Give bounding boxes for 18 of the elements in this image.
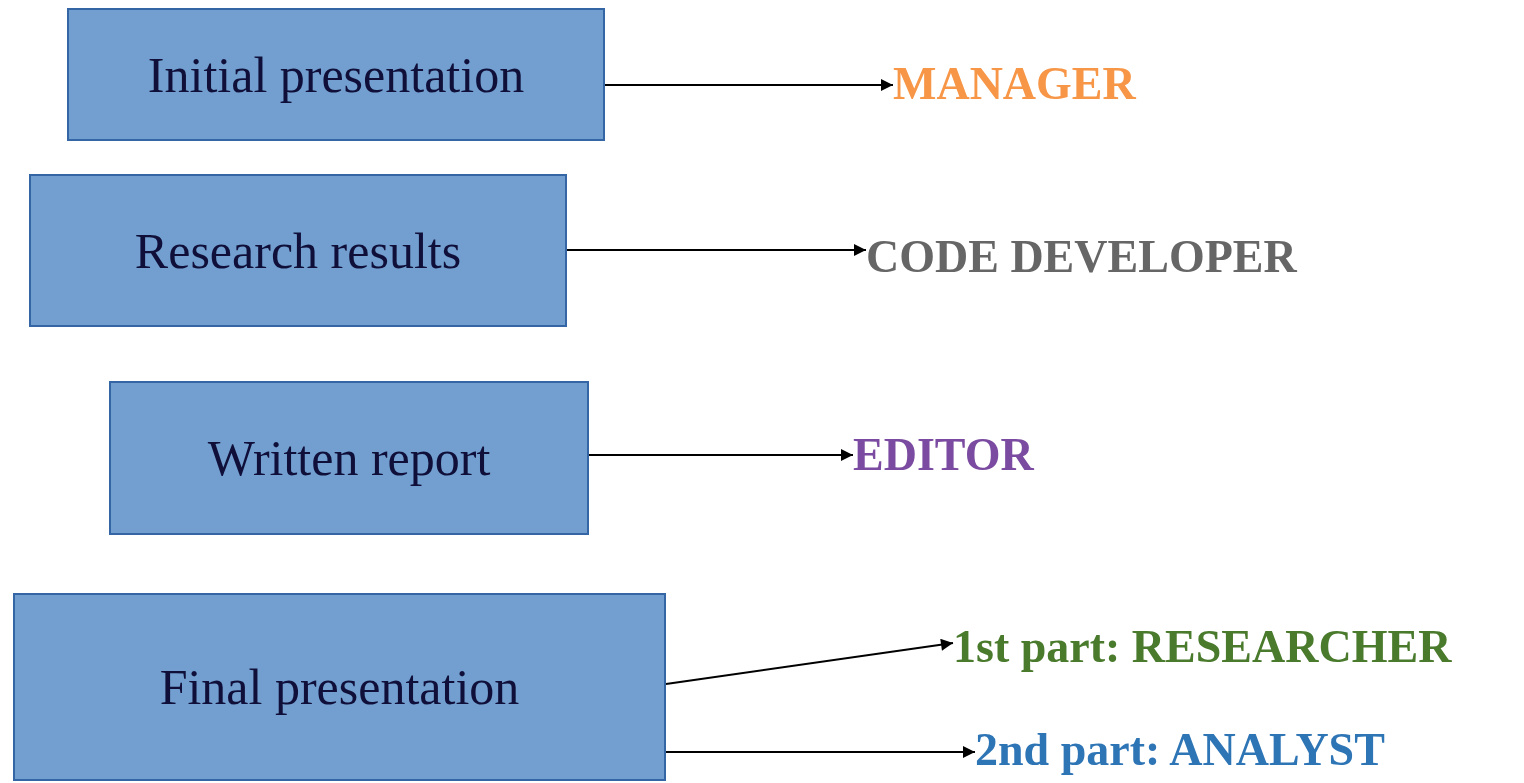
process-box [67, 8, 605, 141]
arrow [588, 449, 854, 461]
box-label: Research results [134, 221, 462, 280]
box-label: Final presentation [159, 658, 520, 716]
arrow [665, 746, 976, 758]
arrow [566, 244, 867, 256]
arrow [604, 79, 894, 91]
arrow [665, 638, 954, 685]
role-label: 1st part: RESEARCHER [953, 622, 1452, 673]
process-box [13, 593, 666, 781]
process-box [109, 381, 589, 535]
process-box [29, 174, 567, 327]
role-label: EDITOR [853, 430, 1034, 481]
role-label: 2nd part: ANALYST [975, 725, 1385, 776]
role-label: CODE DEVELOPER [866, 232, 1297, 283]
box-label: Initial presentation [147, 45, 525, 104]
role-label: MANAGER [893, 59, 1136, 110]
box-label: Written report [207, 429, 491, 487]
